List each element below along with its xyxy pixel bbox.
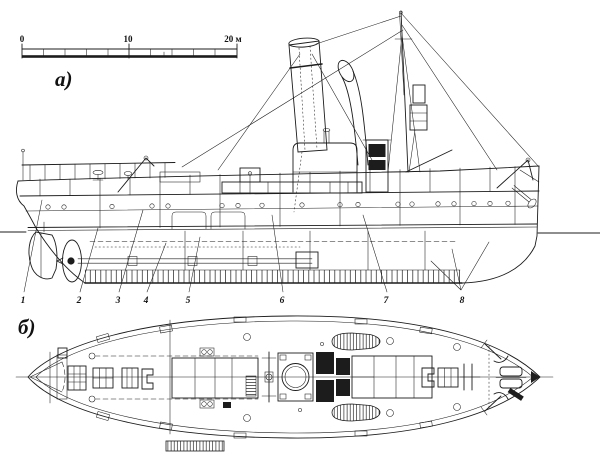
callout-5: 5 — [186, 296, 191, 306]
callout-4: 4 — [143, 296, 149, 306]
rudder — [28, 221, 58, 280]
propeller — [55, 239, 82, 283]
plan-funnel — [277, 352, 314, 402]
plan-midship-deckhouse — [171, 347, 259, 409]
callout-7: 7 — [384, 296, 390, 306]
callout-1: 1 — [21, 296, 26, 306]
scale-tick-20m: 20 м — [224, 34, 241, 44]
callout-8: 8 — [460, 296, 465, 306]
plan-view — [15, 315, 554, 452]
propeller-shaft — [77, 251, 319, 269]
superstructure — [221, 128, 392, 194]
rigging — [181, 12, 540, 173]
scale-tick-0: 0 — [20, 34, 25, 44]
plan-vents — [96, 316, 461, 439]
plan-aft-hatches — [67, 352, 259, 403]
waterline — [0, 231, 600, 234]
aft-deck-fittings — [21, 148, 261, 193]
callouts: 1 2 3 4 5 6 7 8 — [21, 199, 490, 306]
callout-6: 6 — [280, 296, 285, 306]
callout-3: 3 — [115, 296, 121, 306]
plan-mast — [261, 351, 277, 403]
plan-windlass — [459, 363, 527, 391]
bow-derrick — [496, 157, 540, 209]
internal-deck-lines — [89, 151, 457, 271]
boilers — [171, 211, 246, 230]
funnel — [288, 37, 328, 153]
plan-lifeboats — [331, 332, 381, 422]
callout-leaders — [23, 199, 490, 293]
plan-engine-skylights — [316, 352, 350, 402]
side-view-label: а) — [55, 67, 73, 91]
scale-bar: 0 10 20 м — [20, 34, 242, 59]
plan-anchor-davit — [507, 387, 524, 401]
plan-gangway — [165, 440, 225, 452]
scale-tick-10: 10 — [124, 34, 134, 44]
cowl-vent — [337, 59, 369, 166]
side-view — [0, 10, 600, 284]
hull-profile — [16, 165, 540, 284]
plan-view-label: б) — [18, 315, 35, 339]
plan-anchor-port — [480, 339, 509, 363]
frames-hatching — [84, 269, 461, 283]
plan-anchor-starboard — [480, 392, 509, 416]
portholes — [45, 200, 511, 210]
callout-2: 2 — [76, 296, 82, 306]
plan-forward-deckhouse — [351, 355, 459, 399]
mast — [394, 10, 453, 173]
plan-stern-gear — [29, 347, 68, 404]
plan-bow-stem — [531, 371, 540, 383]
